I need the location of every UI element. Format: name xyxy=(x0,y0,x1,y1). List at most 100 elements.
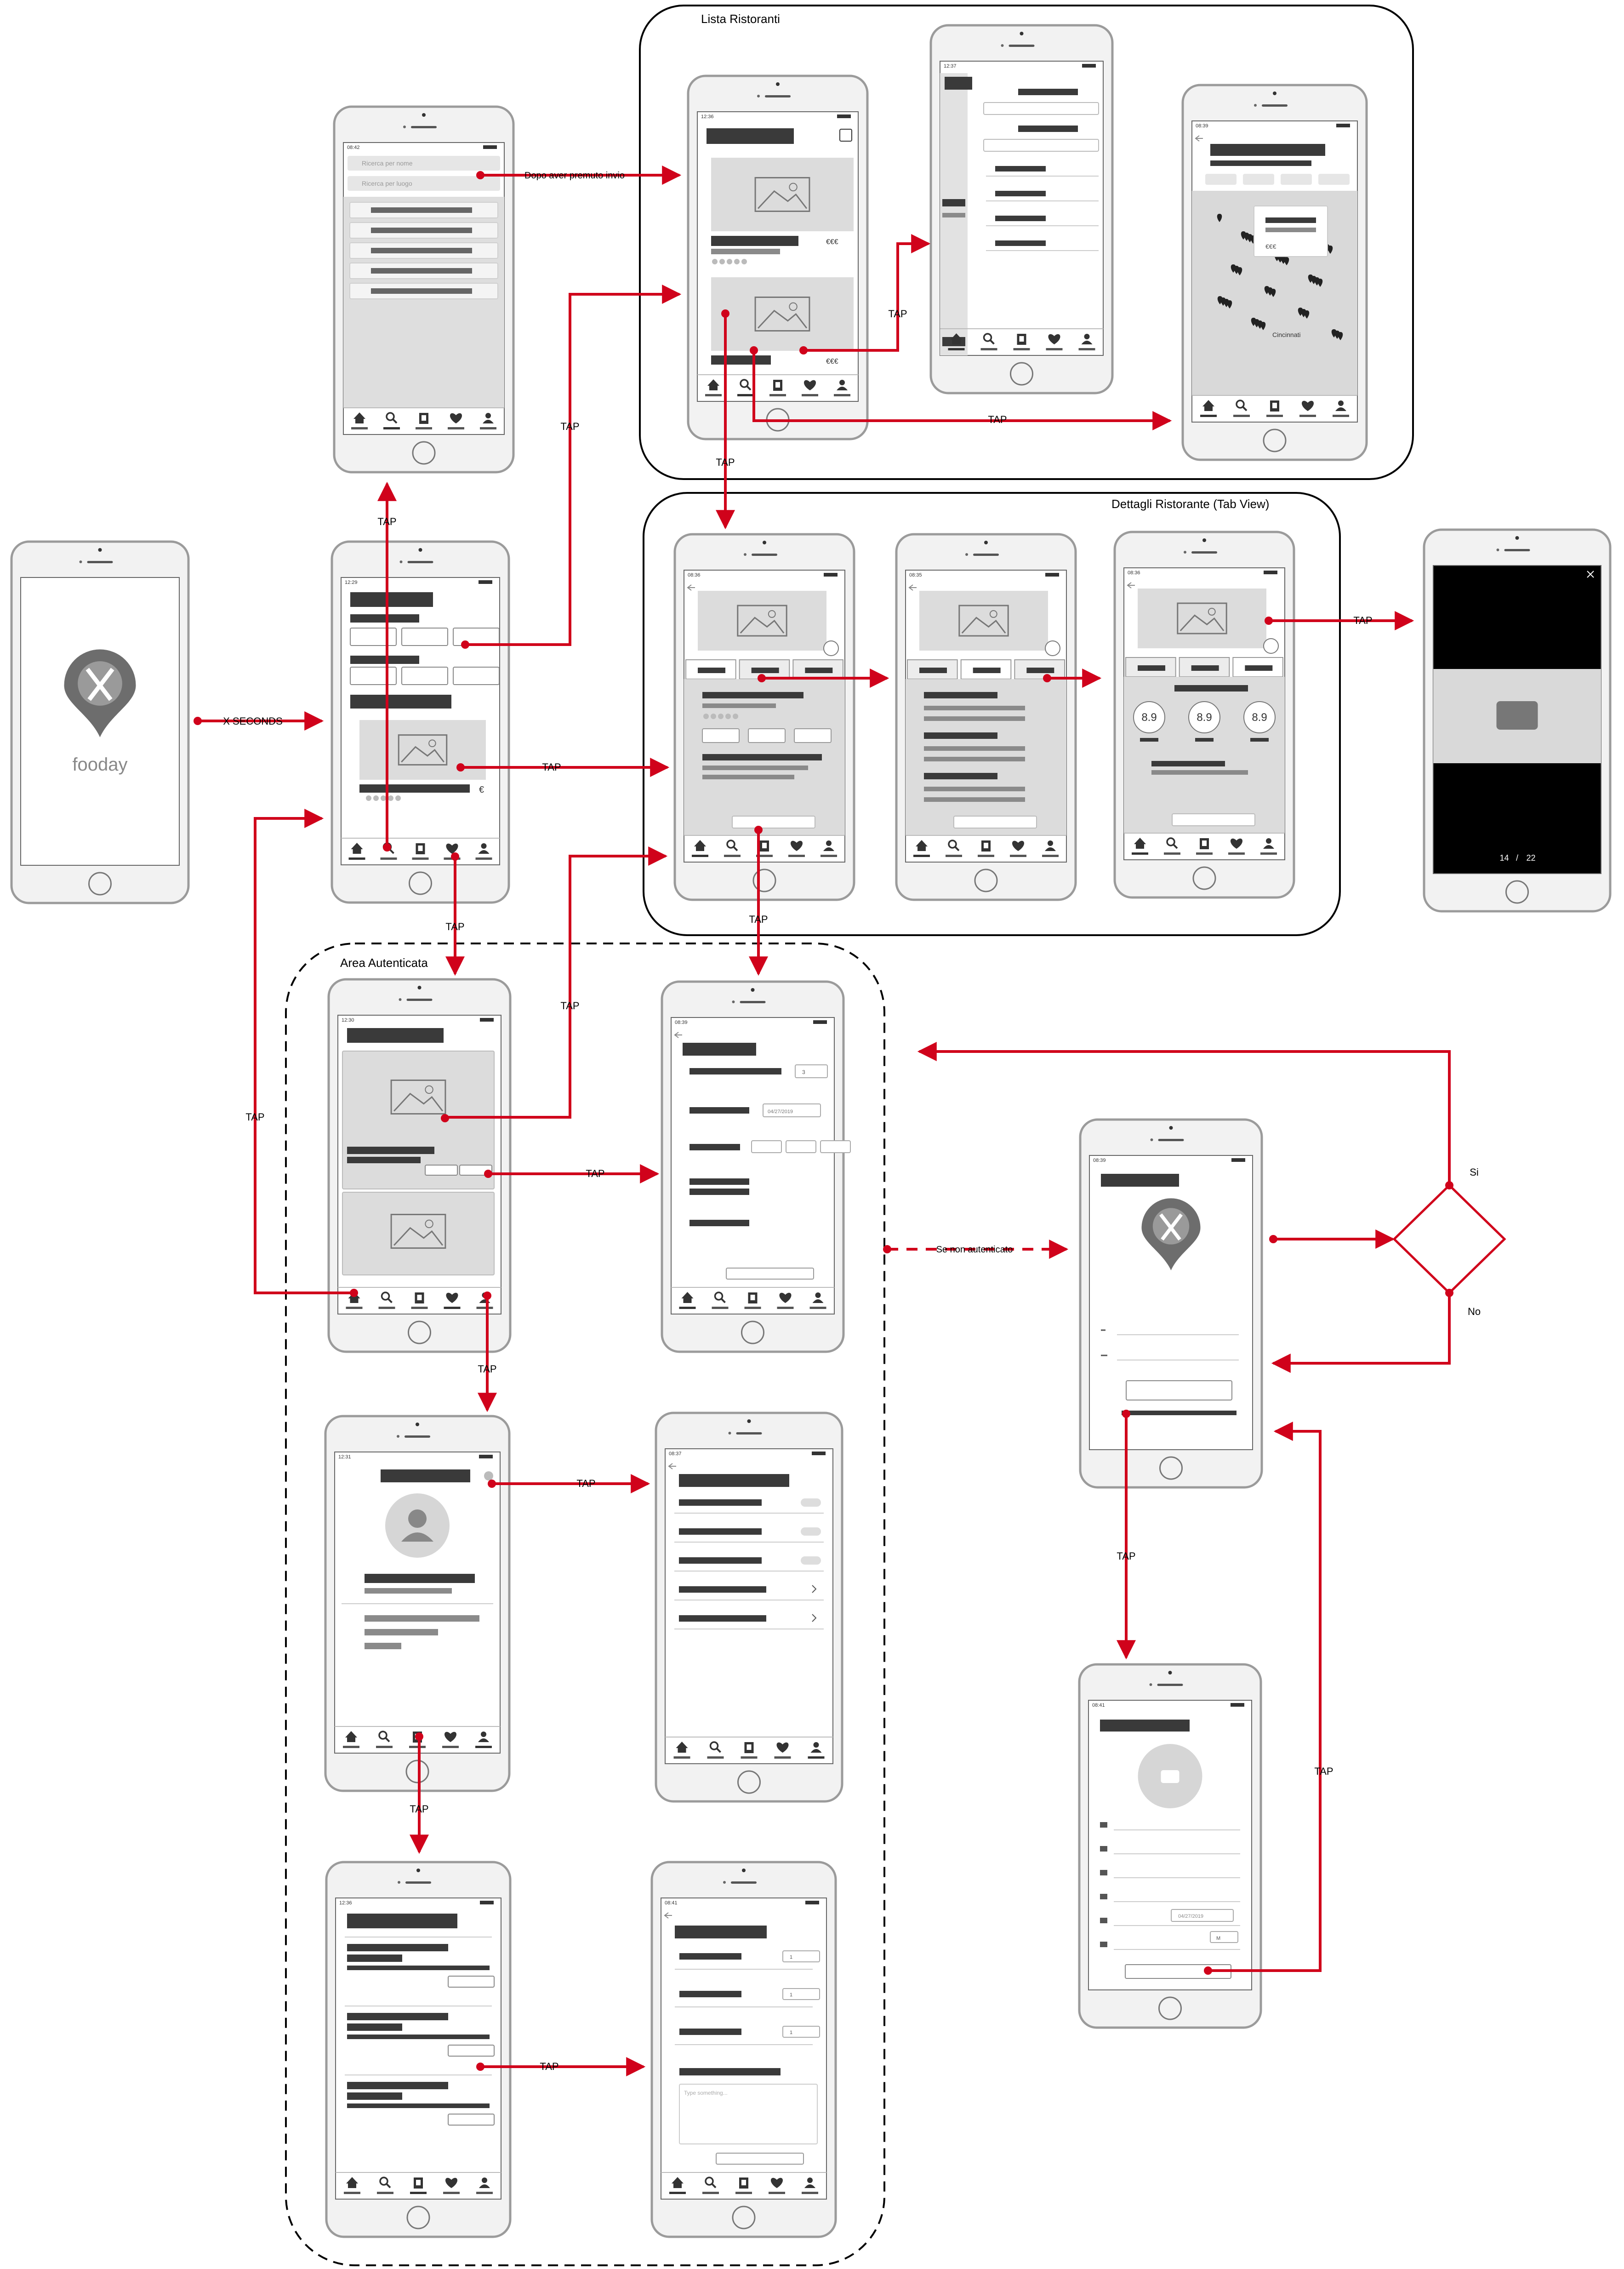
tab-heart-icon[interactable] xyxy=(1046,334,1063,350)
back-arrow-icon[interactable] xyxy=(1127,582,1135,589)
tab-user-icon[interactable] xyxy=(808,1742,825,1759)
tab-home-icon[interactable] xyxy=(344,2177,360,2194)
action-chip[interactable] xyxy=(702,728,740,743)
tab-home-icon[interactable] xyxy=(348,843,365,860)
tab-user-icon[interactable] xyxy=(1078,334,1095,350)
tab-book-icon[interactable] xyxy=(735,2178,752,2194)
close-icon[interactable] xyxy=(1587,571,1594,578)
confirm-button[interactable] xyxy=(726,1268,814,1280)
book-button[interactable] xyxy=(953,816,1037,829)
tab-heart-icon[interactable] xyxy=(774,1742,791,1759)
tab-home-icon[interactable] xyxy=(705,379,722,396)
map-pin-icon[interactable] xyxy=(1217,214,1222,222)
tab-book-icon[interactable] xyxy=(1013,334,1030,350)
tab-search-icon[interactable] xyxy=(1164,837,1180,855)
home-button[interactable] xyxy=(1159,1456,1183,1480)
favorite-heart-icon[interactable] xyxy=(823,640,839,656)
tab-home-icon[interactable] xyxy=(343,1731,359,1748)
card-action[interactable] xyxy=(425,1165,458,1176)
tab-home-icon[interactable] xyxy=(679,1292,696,1309)
tab-search-icon[interactable] xyxy=(383,412,400,429)
map-pin-icon[interactable] xyxy=(1217,296,1223,304)
tab-user-icon[interactable] xyxy=(476,2178,493,2194)
home-button[interactable] xyxy=(1010,362,1033,386)
tab-search-icon[interactable] xyxy=(378,1292,395,1309)
tab-home-icon[interactable] xyxy=(948,333,965,350)
tab-search-icon[interactable] xyxy=(1233,400,1250,417)
action-chip[interactable] xyxy=(748,728,786,743)
category-chip[interactable] xyxy=(401,667,448,685)
home-button[interactable] xyxy=(1505,880,1529,904)
tab-user-icon[interactable] xyxy=(809,1292,826,1309)
tab-book-icon[interactable] xyxy=(1196,838,1213,855)
home-button[interactable] xyxy=(412,441,436,465)
map-pin-icon[interactable] xyxy=(1241,231,1246,240)
tab-book-icon[interactable] xyxy=(412,843,429,860)
filter-chip[interactable] xyxy=(1318,174,1350,185)
tab-home-icon[interactable] xyxy=(669,2177,686,2194)
settings-icon[interactable] xyxy=(484,1471,493,1480)
tab-user-icon[interactable] xyxy=(834,380,850,396)
tab-home-icon[interactable] xyxy=(346,1292,363,1309)
tab-user-icon[interactable] xyxy=(480,413,496,429)
back-arrow-icon[interactable] xyxy=(674,1032,682,1038)
login-button[interactable] xyxy=(1126,1380,1232,1400)
filter-chip[interactable] xyxy=(1205,174,1237,185)
toggle[interactable] xyxy=(801,1527,821,1536)
tab-heart-icon[interactable] xyxy=(444,1292,461,1309)
tab-home-icon[interactable] xyxy=(913,840,930,857)
map-pin-icon[interactable] xyxy=(1308,274,1313,283)
segmented-control[interactable] xyxy=(983,139,1099,152)
tab-heart-icon[interactable] xyxy=(788,840,805,857)
home-button[interactable] xyxy=(752,869,776,892)
quantity-stepper[interactable] xyxy=(782,1988,820,2000)
home-button[interactable] xyxy=(974,869,998,892)
toggle[interactable] xyxy=(801,1556,821,1565)
tab-search-icon[interactable] xyxy=(980,333,997,350)
tab-search-icon[interactable] xyxy=(376,1731,393,1748)
review-button[interactable] xyxy=(448,2045,495,2057)
tab-search-icon[interactable] xyxy=(712,1292,729,1309)
tab-heart-icon[interactable] xyxy=(443,2178,460,2194)
home-button[interactable] xyxy=(408,1320,431,1344)
action-chip[interactable] xyxy=(794,728,832,743)
time-slot[interactable] xyxy=(751,1140,782,1153)
filter-icon[interactable] xyxy=(839,129,852,142)
tab-book-icon[interactable] xyxy=(411,1292,428,1309)
tab-heart-icon[interactable] xyxy=(1228,838,1245,855)
home-button[interactable] xyxy=(406,2206,430,2229)
tab-book-icon[interactable] xyxy=(741,1742,758,1759)
map-pin-icon[interactable] xyxy=(1331,329,1337,337)
tab-home-icon[interactable] xyxy=(351,412,368,429)
segmented-control[interactable] xyxy=(983,102,1099,115)
category-chip[interactable] xyxy=(401,628,448,646)
back-arrow-icon[interactable] xyxy=(908,584,917,591)
filter-chip[interactable] xyxy=(1281,174,1312,185)
review-button[interactable] xyxy=(448,1976,495,1988)
home-button[interactable] xyxy=(1263,429,1287,452)
tab-search-icon[interactable] xyxy=(737,379,754,396)
tab-search-icon[interactable] xyxy=(707,1741,724,1759)
tab-heart-icon[interactable] xyxy=(1299,400,1316,417)
people-select[interactable] xyxy=(795,1064,828,1078)
book-button[interactable] xyxy=(732,816,815,829)
search-by-place-input[interactable] xyxy=(348,176,500,191)
category-chip[interactable] xyxy=(453,628,500,646)
home-button[interactable] xyxy=(741,1320,764,1344)
chevron-right-icon[interactable] xyxy=(812,1585,817,1593)
home-button[interactable] xyxy=(405,1760,429,1783)
quantity-stepper[interactable] xyxy=(782,2026,820,2038)
review-textarea[interactable] xyxy=(679,2084,818,2144)
back-arrow-icon[interactable] xyxy=(668,1463,676,1469)
back-arrow-icon[interactable] xyxy=(1195,135,1203,142)
quantity-stepper[interactable] xyxy=(782,1950,820,1962)
tab-book-icon[interactable] xyxy=(769,380,786,396)
favorite-heart-icon[interactable] xyxy=(1045,640,1060,656)
tab-search-icon[interactable] xyxy=(702,2177,719,2194)
tab-book-icon[interactable] xyxy=(1266,400,1283,417)
home-button[interactable] xyxy=(732,2206,756,2229)
tab-heart-icon[interactable] xyxy=(442,1732,459,1748)
book-button[interactable] xyxy=(1172,813,1255,826)
card-action[interactable] xyxy=(459,1165,492,1176)
tab-heart-icon[interactable] xyxy=(1010,840,1026,857)
